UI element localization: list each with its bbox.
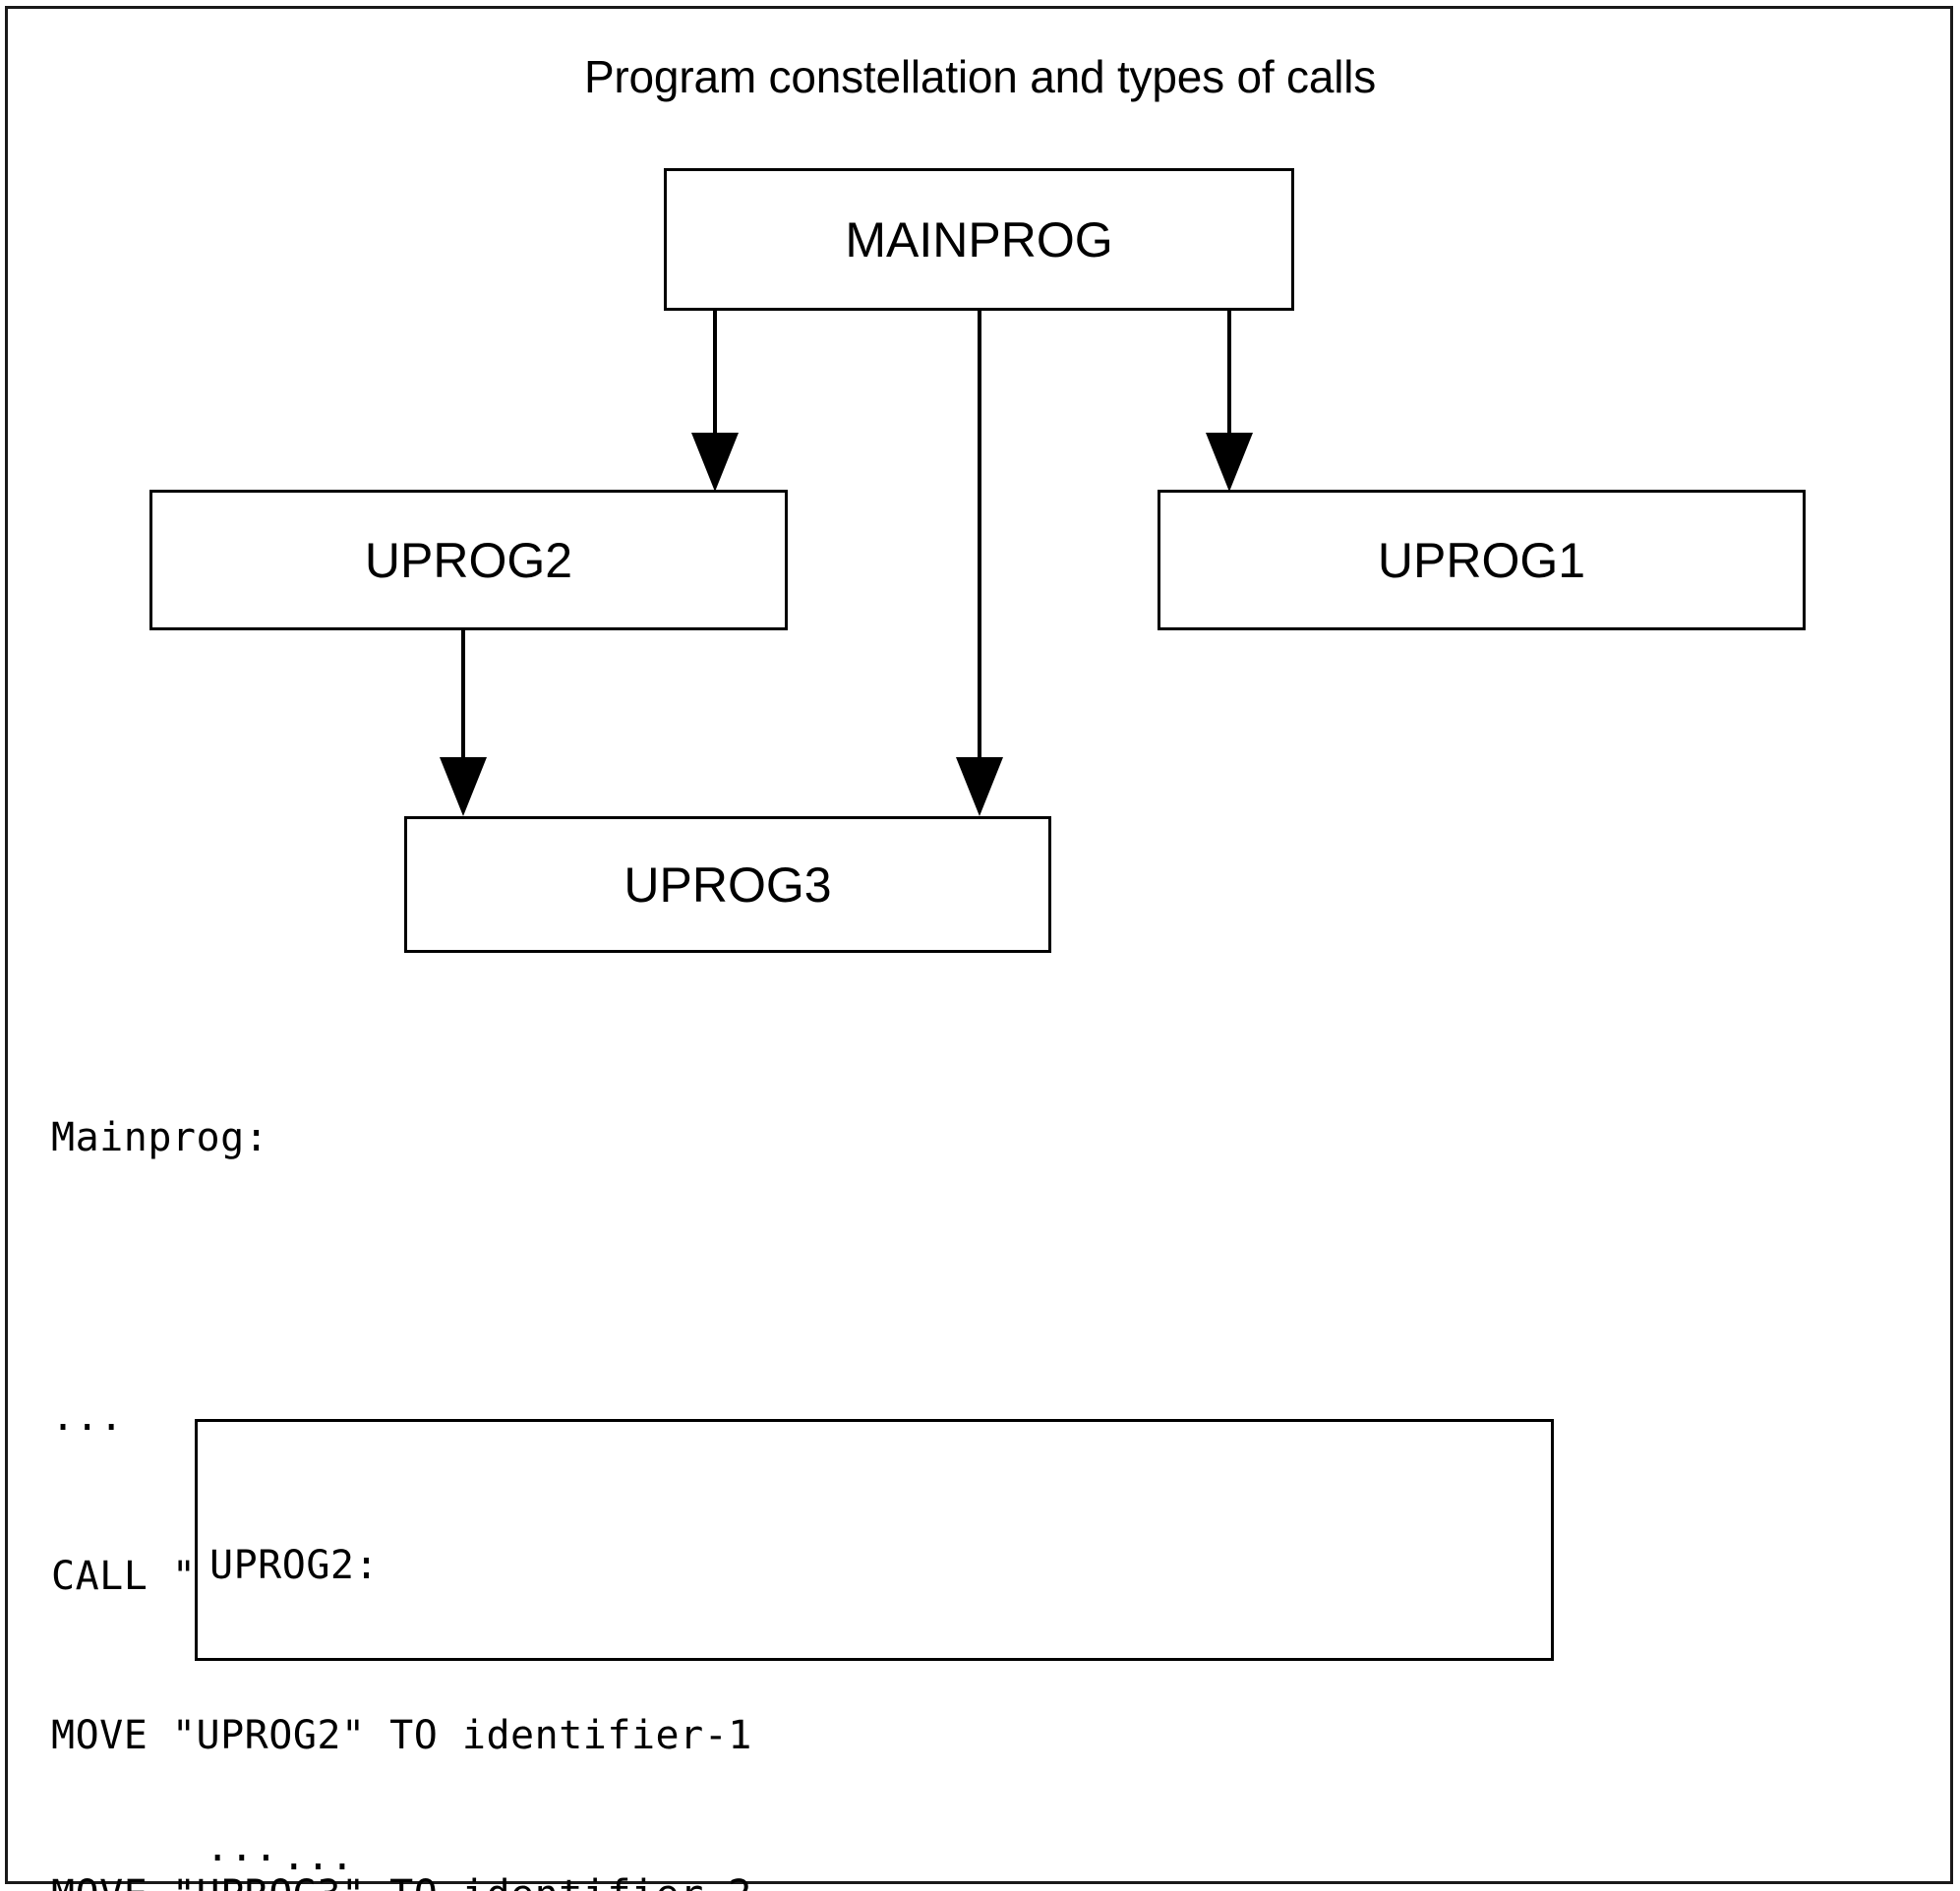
page-title: Program constellation and types of calls — [583, 51, 1377, 102]
node-mainprog[interactable]: MAINPROG — [664, 168, 1294, 311]
node-uprog3-label: UPROG3 — [624, 857, 832, 913]
code-line: ... — [209, 1834, 355, 1879]
uprog2-code-box — [195, 1419, 1554, 1661]
code-block-uprog2: UPROG2: ... PROCEDURE DIVISION USING ide… — [209, 1433, 1176, 1891]
node-uprog1[interactable]: UPROG1 — [1158, 490, 1806, 630]
node-mainprog-label: MAINPROG — [845, 211, 1113, 267]
page-border — [5, 6, 1953, 1884]
node-uprog1-label: UPROG1 — [1377, 532, 1586, 588]
code-line: MOVE "UPROG3" TO identifier-2 — [51, 1868, 921, 1891]
code-line: ... — [51, 1394, 124, 1440]
node-uprog2[interactable]: UPROG2 — [149, 490, 788, 630]
code-line: Mainprog: — [51, 1115, 269, 1160]
code-line: UPROG2: — [209, 1543, 380, 1588]
node-uprog3[interactable]: UPROG3 — [404, 816, 1051, 953]
code-spacer — [51, 1271, 921, 1284]
code-block-tail: ... CALL "UPROG3" ... — [157, 1715, 520, 1891]
code-line: ... — [157, 1825, 278, 1870]
node-uprog2-label: UPROG2 — [364, 532, 573, 588]
code-line: MOVE "UPROG2" TO identifier-1 — [51, 1713, 752, 1758]
